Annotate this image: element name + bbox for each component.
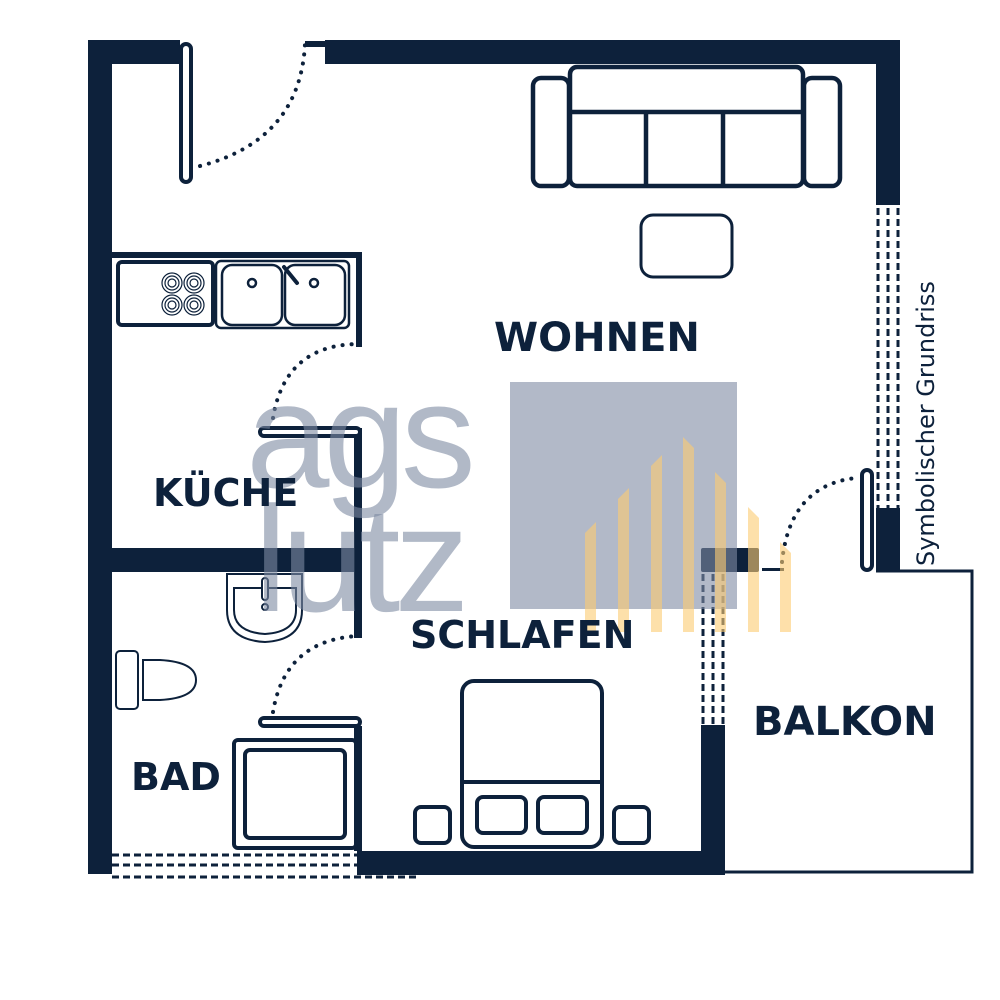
room-label-wohnen: WOHNEN — [494, 315, 700, 361]
stove-icon — [116, 260, 215, 327]
room-label-bad: BAD — [131, 755, 221, 799]
wall-kitchen-top — [112, 252, 362, 258]
washbasin-icon — [226, 573, 303, 644]
toilet-icon — [115, 650, 198, 710]
plan-caption: Symbolischer Grundriss — [912, 281, 940, 566]
door-leaf-bath — [258, 716, 362, 728]
door-swing-bath — [271, 634, 360, 714]
door-swing-balcony — [780, 476, 858, 564]
wall-kitchen-right — [356, 252, 362, 347]
logo-text-lutz: lutz — [254, 475, 469, 643]
wall-left — [88, 40, 112, 874]
door-leaf-entrance — [179, 42, 193, 184]
room-label-schlafen: SCHLAFEN — [410, 613, 635, 657]
sofa-icon — [530, 64, 843, 189]
wall-bottom — [357, 851, 725, 875]
door-swing-entrance — [198, 42, 307, 168]
wall-balcony-door-stub — [762, 568, 784, 571]
wall-kitchen-bath — [112, 548, 360, 572]
shower-icon — [232, 738, 358, 850]
door-leaf-kitchen — [258, 426, 362, 438]
door-leaf-balcony — [860, 468, 874, 572]
logo-text-ags: ags — [246, 351, 476, 519]
coffee-table-icon — [639, 213, 734, 279]
wall-kitchen-lower-right — [354, 428, 362, 638]
balcony-outline — [725, 569, 974, 874]
nightstand-icon — [612, 805, 651, 845]
wall-bedroom-balcony — [701, 725, 725, 875]
room-label-balkon: BALKON — [753, 699, 937, 745]
double-sink-icon — [214, 259, 351, 330]
wall-right-lower — [876, 508, 900, 572]
logo-mark — [510, 382, 791, 632]
door-swing-kitchen — [271, 342, 360, 420]
room-label-kueche: KÜCHE — [153, 471, 299, 515]
nightstand-icon — [413, 805, 452, 845]
wall-top-right — [325, 40, 900, 64]
wall-right-upper — [876, 40, 900, 205]
double-bed-icon — [460, 679, 604, 849]
